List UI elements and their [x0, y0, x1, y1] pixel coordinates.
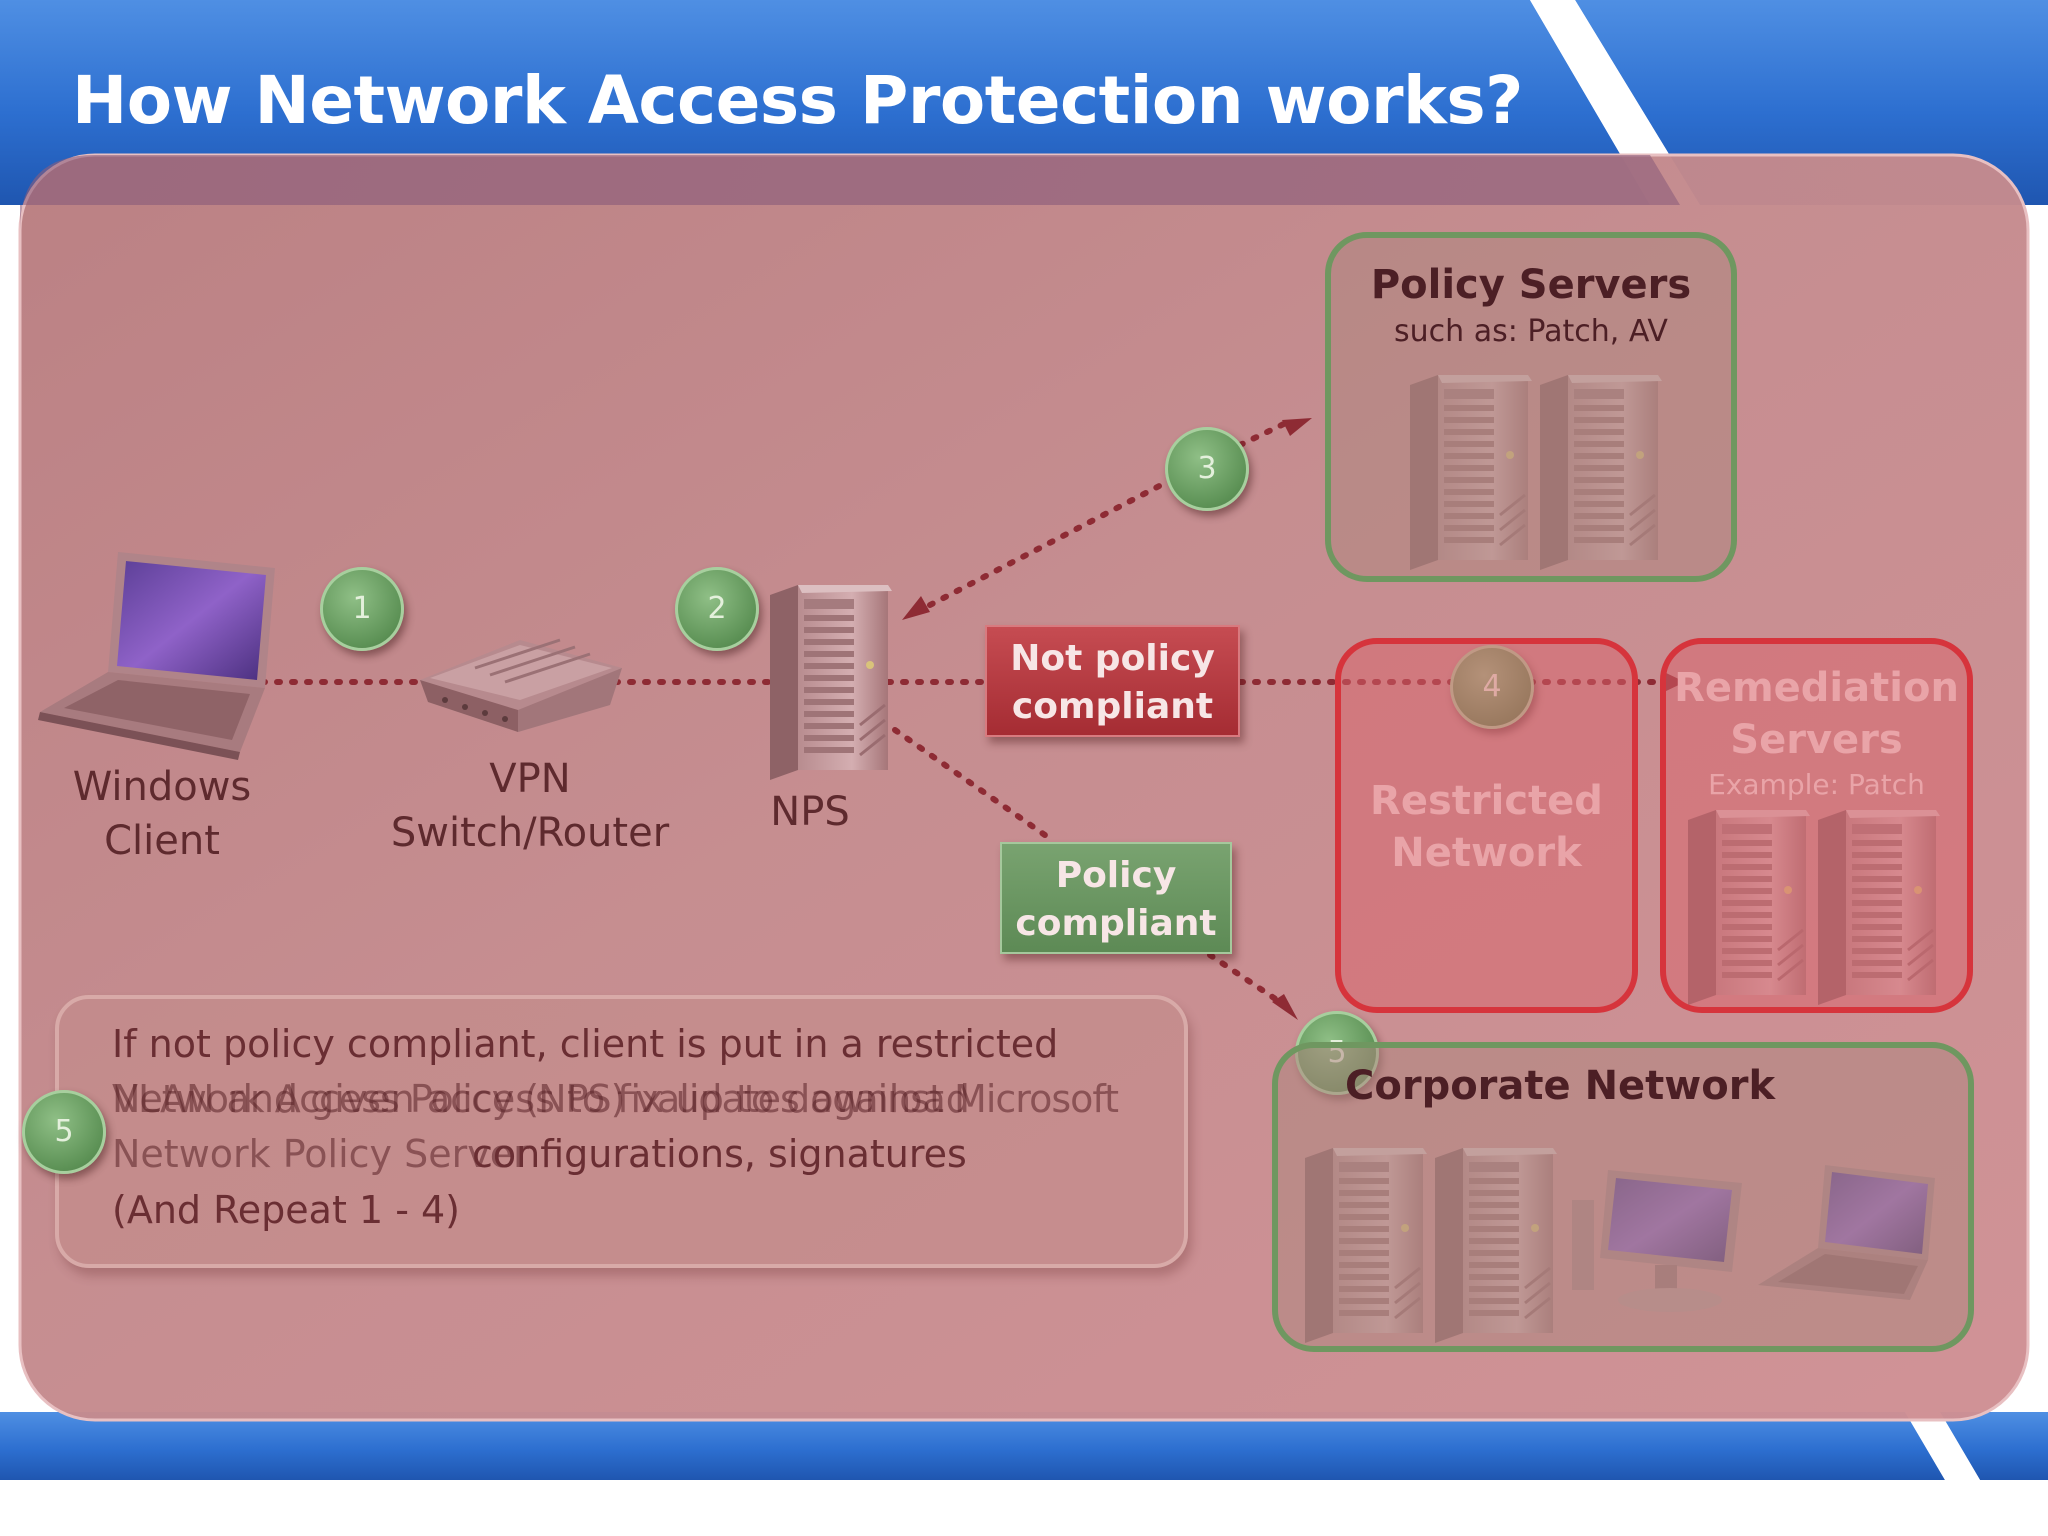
slide-title: How Network Access Protection works?: [72, 62, 1523, 139]
explanation-note: [55, 995, 1188, 1268]
not-policy-compliant-tag: Not policy compliant: [985, 625, 1240, 737]
nps-server-icon: [768, 583, 894, 782]
note-line-4: (And Repeat 1 - 4): [112, 1188, 460, 1232]
step-3-marker: 3: [1165, 427, 1249, 511]
restricted-network-title: Restricted Network: [1370, 778, 1603, 876]
router-icon: [420, 638, 622, 732]
step-2-marker: 2: [675, 567, 759, 651]
remediation-servers-title: Remediation Servers: [1674, 665, 1959, 763]
policy-servers-box: [1325, 232, 1737, 582]
note-line-3a: Network Policy Server: [112, 1132, 529, 1176]
note-line-2a: VLAN and given access to fix up to downl…: [112, 1077, 970, 1121]
vpn-switch-router-label: VPN Switch/Router: [390, 756, 670, 856]
policy-servers-title: Policy Servers: [1370, 262, 1692, 308]
corporate-network-title: Corporate Network: [1345, 1063, 1776, 1109]
note-line-1: If not policy compliant, client is put i…: [112, 1022, 1059, 1066]
nps-label: NPS: [770, 789, 850, 835]
policy-compliant-tag: Policy compliant: [1000, 842, 1232, 954]
step-1-marker: 1: [320, 567, 404, 651]
windows-client-label: Windows Client: [72, 764, 252, 864]
step-5-note-marker: 5: [22, 1090, 106, 1174]
remediation-servers-subtitle: Example: Patch: [1708, 768, 1925, 801]
restricted-network-box: [1335, 638, 1638, 1013]
laptop-icon: [38, 552, 275, 760]
corporate-network-box: [1272, 1042, 1974, 1352]
note-line-3b: configurations, signatures: [472, 1132, 967, 1176]
remediation-servers-box: [1660, 638, 1973, 1013]
policy-servers-subtitle: such as: Patch, AV: [1394, 314, 1668, 349]
note-line-2b: Network Access Policy (NPS) validates ag…: [112, 1077, 1119, 1121]
